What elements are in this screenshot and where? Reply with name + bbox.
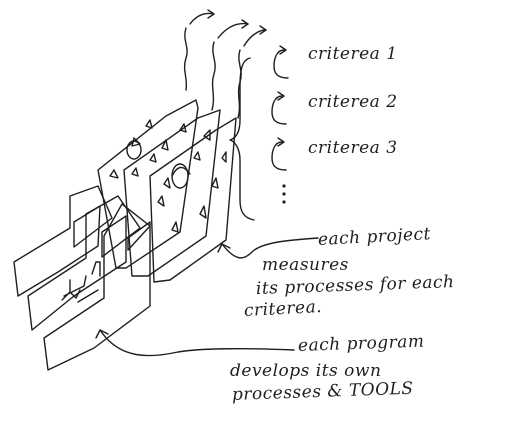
project-note-line-2: measures	[262, 257, 349, 274]
program-note-line-1: each program	[298, 334, 425, 355]
project-sheets	[98, 100, 236, 282]
criterion-2-label: criterea 2	[308, 92, 398, 112]
cycle-arrow-icon	[272, 142, 286, 170]
more-criteria-dots	[282, 184, 285, 203]
criteria-brace	[230, 58, 254, 220]
program-annotation-arrow	[100, 330, 294, 356]
criterion-1-label: criterea 1	[308, 44, 398, 64]
program-arrow-back	[14, 186, 112, 296]
program-note-line-2: develops its own	[230, 363, 381, 380]
criterion-3-label: criterea 3	[308, 138, 398, 158]
cycle-arrow-icon	[272, 96, 286, 124]
program-arrows	[14, 186, 150, 370]
project-note-line-4: criterea.	[244, 299, 323, 320]
cycle-arrows	[272, 46, 288, 170]
cycle-arrow-icon	[274, 50, 288, 78]
